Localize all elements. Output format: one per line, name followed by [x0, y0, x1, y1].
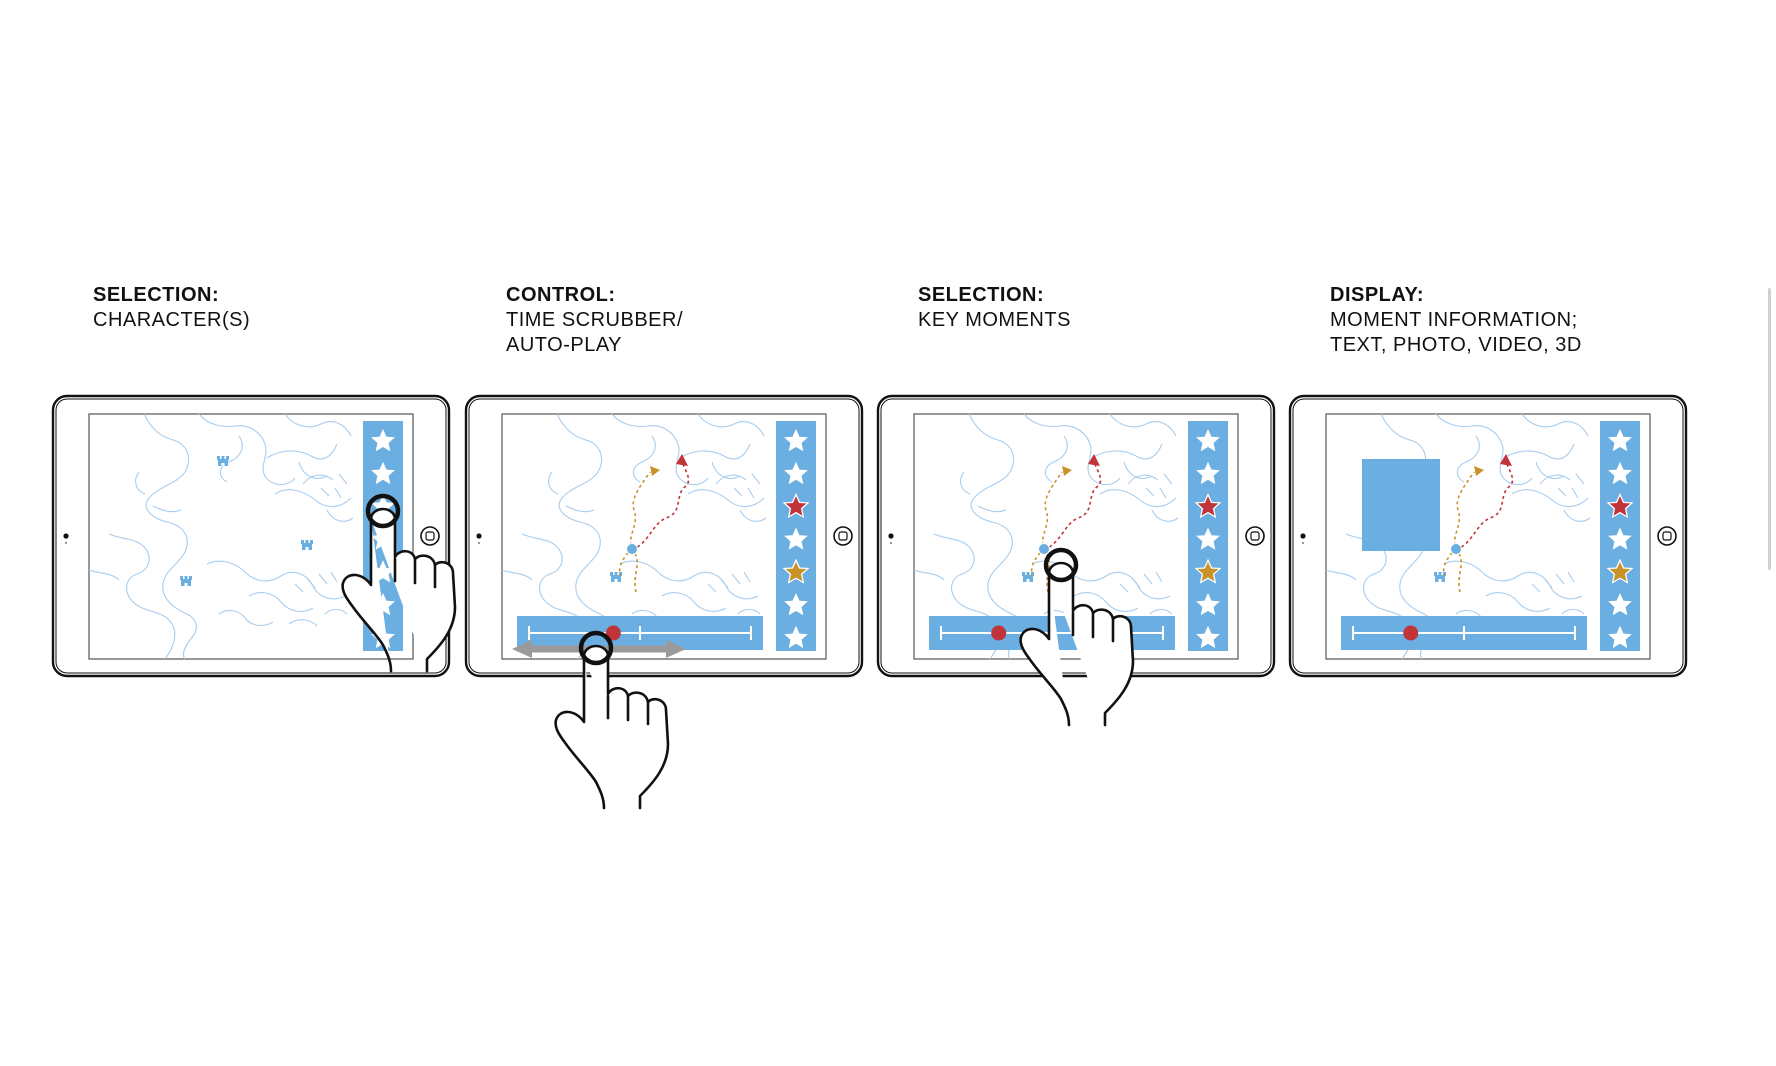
- castle-icon[interactable]: [1434, 572, 1446, 582]
- tablet-inner-edge: [1292, 398, 1684, 674]
- gold-arrow-icon: [1474, 466, 1484, 476]
- red-arrow-icon: [1088, 454, 1100, 466]
- screen-border: [88, 413, 414, 660]
- home-square-icon: [1250, 531, 1260, 541]
- caption-line: TIME SCRUBBER/: [506, 309, 684, 331]
- tablet-inner-edge: [468, 398, 860, 674]
- castle-icon[interactable]: [1022, 572, 1034, 582]
- caption-display-moment-info: DISPLAY: MOMENT INFORMATION; TEXT, PHOTO…: [1330, 283, 1582, 358]
- camera-sensor-icon: [890, 542, 892, 544]
- gold-path: [1041, 471, 1063, 593]
- tablet-1: [51, 394, 451, 678]
- tablet-4: [1288, 394, 1688, 678]
- camera-icon: [476, 533, 482, 539]
- red-arrow-icon: [1500, 454, 1512, 466]
- caption-line: AUTO-PLAY: [506, 334, 623, 356]
- castle-icon[interactable]: [180, 576, 192, 586]
- camera-sensor-icon: [478, 542, 480, 544]
- time-scrubber[interactable]: [517, 616, 763, 650]
- tablet-inner-edge: [55, 398, 447, 674]
- scrubber-knob[interactable]: [991, 625, 1007, 641]
- caption-heading: DISPLAY:: [1330, 284, 1425, 306]
- camera-sensor-icon: [1302, 542, 1304, 544]
- home-button-icon[interactable]: [420, 526, 440, 546]
- time-scrubber[interactable]: [1341, 616, 1587, 650]
- scrubber-knob[interactable]: [1403, 625, 1419, 641]
- tablet-inner-edge: [880, 398, 1272, 674]
- caption-selection-characters: SELECTION: CHARACTER(S): [93, 283, 250, 333]
- moment-media-placeholder: [1362, 459, 1440, 551]
- tablet-2: [464, 394, 864, 678]
- red-path: [631, 461, 690, 551]
- caption-line: CHARACTER(S): [93, 309, 251, 331]
- home-square-icon: [1662, 531, 1672, 541]
- castle-icon[interactable]: [301, 540, 313, 550]
- caption-control-scrubber: CONTROL: TIME SCRUBBER/ AUTO-PLAY: [506, 283, 683, 358]
- caption-line: MOMENT INFORMATION;: [1330, 309, 1578, 331]
- caption-line: KEY MOMENTS: [918, 309, 1071, 331]
- home-button-icon[interactable]: [833, 526, 853, 546]
- camera-icon: [63, 533, 69, 539]
- red-path: [1043, 461, 1102, 551]
- castle-icon[interactable]: [217, 456, 229, 466]
- camera-icon: [1300, 533, 1306, 539]
- home-square-icon: [425, 531, 435, 541]
- character-sidebar[interactable]: [776, 421, 816, 651]
- scrubber-knob[interactable]: [605, 625, 621, 641]
- red-path: [1455, 461, 1514, 551]
- scrollbar-thumb[interactable]: [1768, 288, 1771, 570]
- drag-arrow-left-icon: [512, 640, 532, 658]
- gold-arrow-icon: [650, 466, 660, 476]
- tablet-3: [876, 394, 1276, 678]
- caption-heading: SELECTION:: [918, 284, 1045, 306]
- moment-marker[interactable]: [626, 543, 638, 555]
- tablet-panels: [51, 394, 1688, 808]
- caption-heading: CONTROL:: [506, 284, 616, 306]
- tablet-screen: [1325, 413, 1651, 660]
- tablet-screen: [501, 413, 827, 660]
- moment-marker[interactable]: [1038, 543, 1050, 555]
- caption-selection-key-moments: SELECTION: KEY MOMENTS: [918, 283, 1071, 333]
- drag-arrow-right-icon: [666, 640, 686, 658]
- caption-line: TEXT, PHOTO, VIDEO, 3D: [1330, 334, 1582, 356]
- gold-path: [629, 471, 651, 593]
- character-sidebar[interactable]: [1188, 421, 1228, 651]
- camera-sensor-icon: [65, 542, 67, 544]
- caption-heading: SELECTION:: [93, 284, 220, 306]
- home-button-icon[interactable]: [1657, 526, 1677, 546]
- castle-icon[interactable]: [610, 572, 622, 582]
- home-square-icon: [838, 531, 848, 541]
- camera-icon: [888, 533, 894, 539]
- moment-marker[interactable]: [1450, 543, 1462, 555]
- tablet-screen: [88, 413, 414, 660]
- home-button-icon[interactable]: [1245, 526, 1265, 546]
- gold-arrow-icon: [1062, 466, 1072, 476]
- red-arrow-icon: [676, 454, 688, 466]
- character-sidebar[interactable]: [1600, 421, 1640, 651]
- gold-path: [1453, 471, 1475, 593]
